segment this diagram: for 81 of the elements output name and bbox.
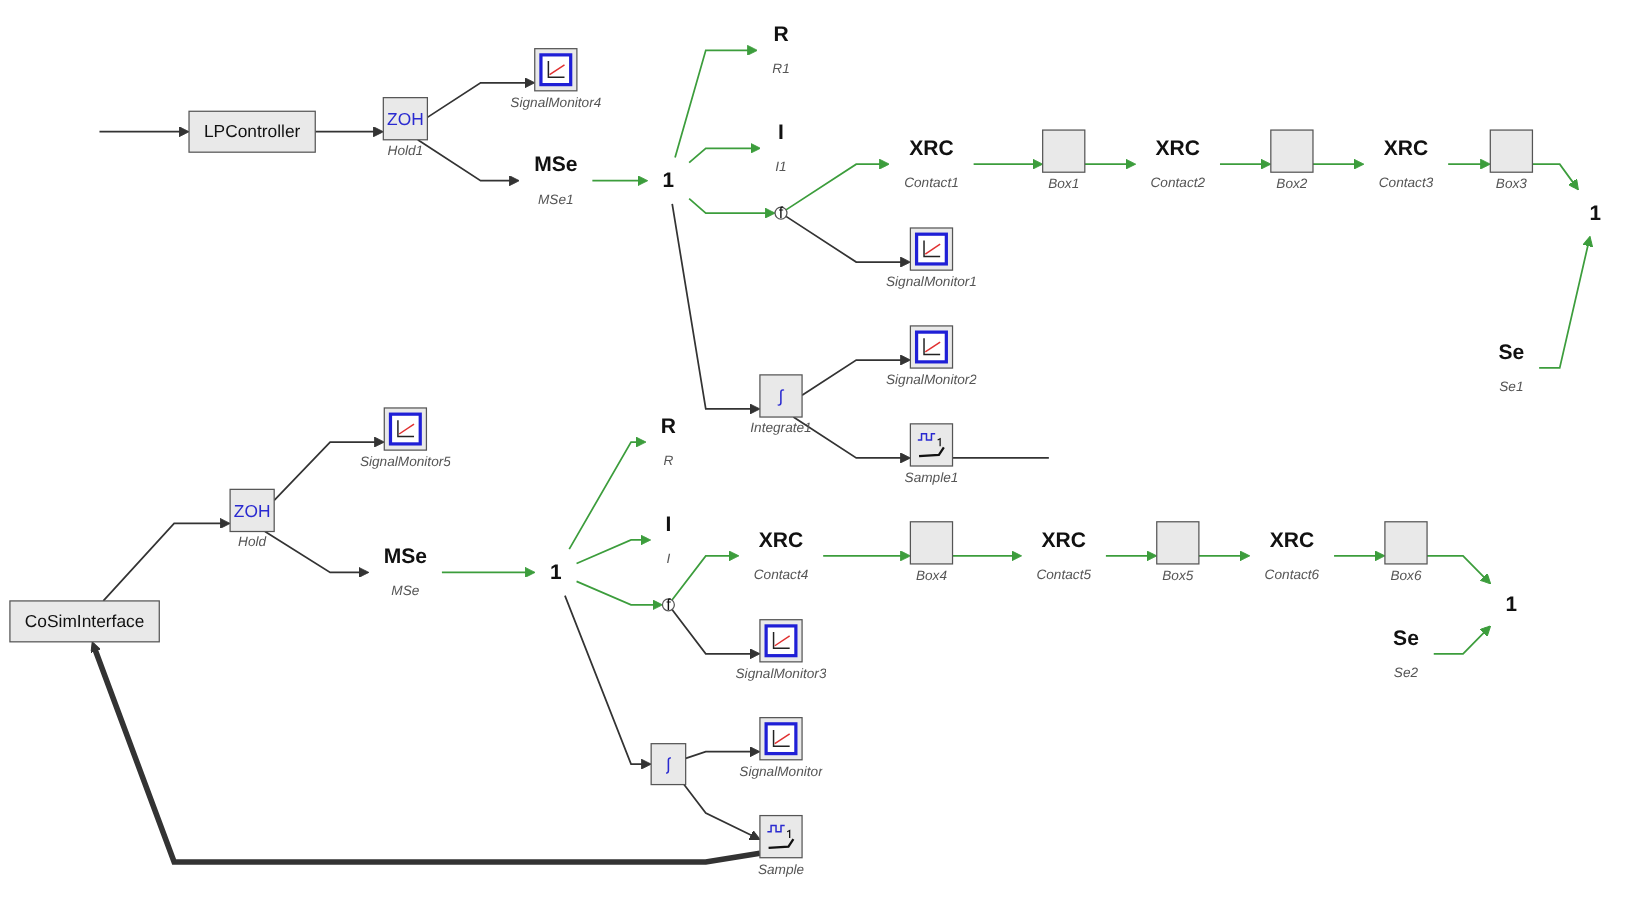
node-box [1042,129,1086,173]
arrow [575,534,652,565]
connector [951,457,1050,459]
arrow [1105,550,1158,562]
arrow [951,550,1023,562]
arrow [98,126,190,138]
arrow [416,138,520,187]
node-text: 1 [549,560,562,584]
arrow [688,197,776,219]
arrow [1531,163,1579,191]
node-picture [759,814,803,859]
arrow [102,518,231,602]
arrow [264,530,370,578]
arrow [591,175,649,187]
node-text: R [773,22,789,46]
node-box [1489,129,1534,173]
node-circle: f [774,206,788,220]
node-text: XRC [1041,527,1086,552]
node-text: XRC [1269,527,1315,552]
node-picture [909,227,954,271]
arrow [1426,555,1492,585]
node-picture [383,407,428,451]
arrow [671,550,740,601]
node-text: 1 [1505,592,1518,617]
node-text: 1 [1589,201,1602,225]
arrow [684,746,761,760]
node-box [1270,129,1314,173]
arrow [688,142,761,164]
arrow [1432,625,1492,655]
node-text: I [665,512,672,536]
arrow [575,580,663,611]
node-box: ZOH [382,97,428,141]
node-box [1156,521,1200,565]
arrow [1219,158,1272,170]
arrow [785,158,890,211]
arrow [972,158,1044,170]
arrow [90,641,761,865]
arrow [785,215,911,268]
arrow [441,566,536,578]
arrow [801,354,911,397]
arrow [671,608,761,660]
node-text: XRC [1155,136,1201,160]
node-box [1384,521,1428,565]
arrow [1447,158,1491,170]
node-box: LPController [188,110,316,153]
node-picture [909,423,954,467]
node-picture [759,717,803,761]
node-picture [909,325,954,369]
node-circle: f [661,598,675,612]
node-box: ∫ [759,374,803,418]
node-text: R [660,414,677,438]
node-text: Se [1498,340,1525,364]
arrow [568,436,647,551]
arrow [671,203,761,415]
node-text: XRC [1383,136,1429,160]
node-picture [759,619,803,663]
node-picture [534,48,578,92]
node-box [909,521,954,565]
arrow [1083,158,1137,170]
arrow [1538,235,1594,369]
arrow [426,77,536,119]
node-text: XRC [758,527,804,552]
arrow [822,550,911,562]
arrow [683,783,761,841]
arrow [564,594,652,770]
node-text: 1 [662,168,675,193]
arrow [1333,550,1386,562]
arrow [792,416,911,464]
node-box: ZOH [229,488,275,533]
arrow [1312,158,1365,170]
node-box: ∫ [650,743,687,786]
arrow [1198,550,1251,562]
node-text: Se [1393,625,1419,650]
node-text: MSe [534,152,578,177]
node-text: MSe [383,544,428,569]
arrow [674,44,758,159]
arrow [314,126,384,138]
node-text: XRC [909,136,954,160]
node-box: CoSimInterface [9,600,160,643]
arrow [273,436,385,502]
node-text: I [778,120,784,144]
